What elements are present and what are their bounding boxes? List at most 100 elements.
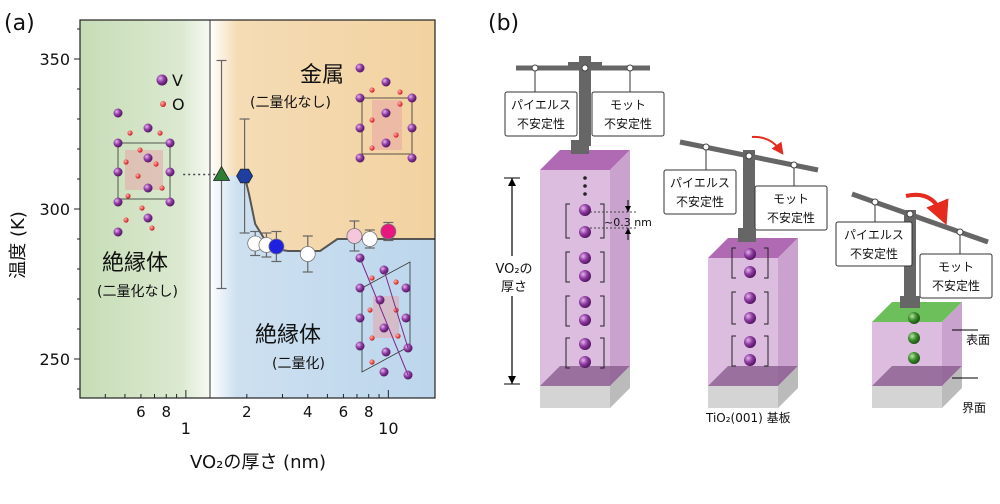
spacing-label: ~0.3 nm xyxy=(604,216,652,229)
atom xyxy=(369,275,375,281)
metal-label: 金属 xyxy=(300,63,344,88)
ellipsis-dot xyxy=(583,184,587,188)
data-point xyxy=(346,228,363,244)
x-axis-label: VO₂の厚さ (nm) xyxy=(190,452,326,473)
atom xyxy=(393,132,399,138)
atom xyxy=(165,197,175,207)
atom xyxy=(579,252,591,264)
peierls-label-2b: 不安定性 xyxy=(676,194,724,209)
x-tick-label: 8 xyxy=(161,403,171,421)
mott-label-3: モット xyxy=(938,260,974,274)
atom xyxy=(381,138,391,148)
atom xyxy=(355,341,365,351)
atom xyxy=(355,153,365,163)
atom xyxy=(143,123,153,133)
atom xyxy=(381,347,391,357)
thickness-label-2: 厚さ xyxy=(501,280,527,295)
atom xyxy=(407,123,417,133)
insulator-right-label: 絶縁体 xyxy=(255,323,321,348)
o-legend-marker xyxy=(160,101,166,107)
mott-label-3b: 不安定性 xyxy=(932,278,980,293)
atom xyxy=(113,108,123,118)
atom xyxy=(153,161,159,167)
peierls-label-3b: 不安定性 xyxy=(850,246,898,261)
atom xyxy=(137,147,143,153)
atom xyxy=(369,87,375,93)
data-point-hexagon xyxy=(236,168,254,184)
atom xyxy=(579,226,591,238)
peierls-label-1: パイエルス xyxy=(511,98,571,112)
atom xyxy=(143,183,153,193)
plot-area-a: 金属 (二量化なし) 絶縁体 (二量化なし) 絶縁体 (二量化) V O 250… xyxy=(39,19,436,438)
atom xyxy=(127,130,133,136)
thickness-label: VO₂の xyxy=(495,262,532,277)
film-thin: 表面 界面 xyxy=(872,296,990,415)
mott-box-2 xyxy=(754,185,828,231)
y-tick-label: 300 xyxy=(39,200,70,219)
atom xyxy=(135,173,141,179)
balance-3: パイエルス 不安定性 モット 不安定性 xyxy=(835,191,993,302)
atom xyxy=(397,89,403,95)
atom xyxy=(395,333,401,339)
atom xyxy=(355,93,365,103)
interface-label: 界面 xyxy=(962,401,986,415)
film-medium: TiO₂(001) 基板 xyxy=(705,228,798,425)
atom xyxy=(579,356,591,368)
insulator-right-sublabel: (二量化) xyxy=(272,356,325,372)
x-tick-label: 6 xyxy=(339,403,349,421)
y-axis-label: 温度 (K) xyxy=(8,211,29,279)
ellipsis-dot xyxy=(583,192,587,196)
atom xyxy=(744,312,756,324)
spacing-indicator: ~0.3 nm xyxy=(590,200,652,240)
atom xyxy=(355,313,365,323)
atom xyxy=(113,197,123,207)
data-point xyxy=(299,246,316,262)
y-tick-label: 250 xyxy=(39,350,70,369)
metal-sublabel: (二量化なし) xyxy=(250,95,331,111)
atom xyxy=(143,153,153,163)
atom xyxy=(744,266,756,278)
atom xyxy=(123,217,129,223)
balance-1: パイエルス 不安定性 モット 不安定性 xyxy=(504,56,665,146)
atom xyxy=(401,313,411,323)
v-legend-label: V xyxy=(172,71,183,90)
x-tick-label: 1 xyxy=(181,419,191,438)
atom xyxy=(908,332,920,344)
crystal-structure-left xyxy=(113,108,175,237)
atom xyxy=(143,213,153,223)
x-tick-label: 6 xyxy=(136,403,146,421)
data-points xyxy=(212,165,397,262)
x-tick-label: 4 xyxy=(303,403,313,421)
crystal-structure-metal xyxy=(355,63,417,163)
atom xyxy=(381,108,391,118)
atom xyxy=(355,123,365,133)
film-thick xyxy=(540,140,630,408)
atom xyxy=(159,185,165,191)
atom xyxy=(401,283,411,293)
atom xyxy=(393,279,399,285)
insulator-right-region xyxy=(210,176,435,398)
data-point xyxy=(361,231,378,247)
atom xyxy=(113,167,123,177)
mott-label-1: モット xyxy=(610,98,646,112)
atom xyxy=(149,225,155,231)
peierls-box-3 xyxy=(835,221,913,267)
atom xyxy=(579,338,591,350)
atom xyxy=(157,130,163,136)
atom xyxy=(113,138,123,148)
mott-label-2b: 不安定性 xyxy=(767,210,815,225)
atom xyxy=(113,227,123,237)
o-legend-label: O xyxy=(172,95,185,114)
atom xyxy=(139,205,145,211)
insulator-left-region xyxy=(80,20,220,398)
x-tick-label: 8 xyxy=(364,403,374,421)
atom xyxy=(407,153,417,163)
panel-b-label: (b) xyxy=(488,11,519,36)
insulator-left-sublabel: (二量化なし) xyxy=(97,284,178,300)
atom xyxy=(744,336,756,348)
mott-box-1 xyxy=(591,91,665,137)
atom xyxy=(369,145,375,151)
atom xyxy=(165,138,175,148)
